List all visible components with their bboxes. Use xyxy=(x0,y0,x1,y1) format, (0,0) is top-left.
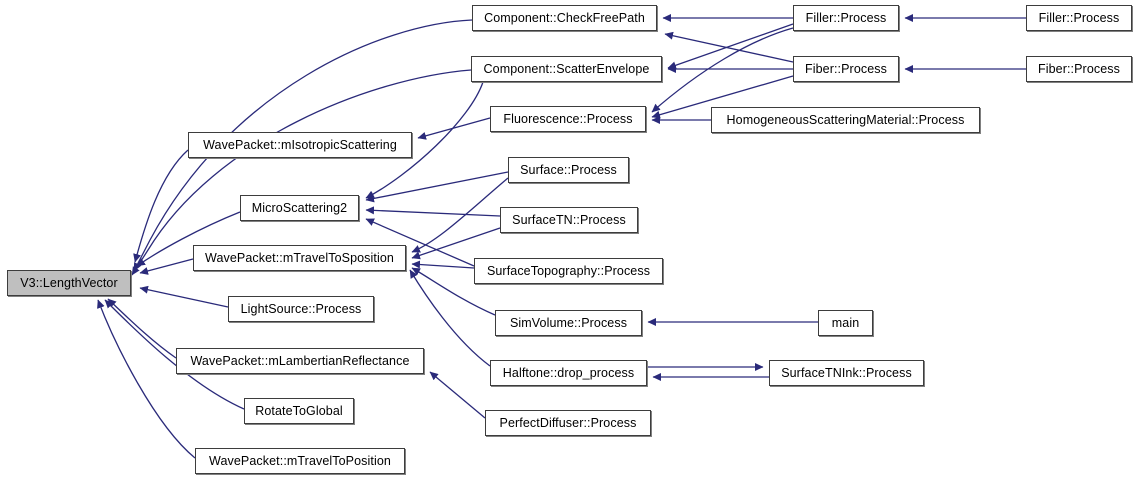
graph-node-rotatetoglobal[interactable]: RotateToGlobal xyxy=(244,398,354,424)
graph-node-surface_process[interactable]: Surface::Process xyxy=(508,157,629,183)
graph-node-surfacetnink_process[interactable]: SurfaceTNInk::Process xyxy=(769,360,924,386)
edge-wp_travelsposition-to-v3lengthvector xyxy=(139,258,194,275)
graph-node-perfectdiffuser_process[interactable]: PerfectDiffuser::Process xyxy=(485,410,651,436)
graph-node-label: Component::ScatterEnvelope xyxy=(483,61,650,76)
edge-comp_checkfreepath-to-v3lengthvector xyxy=(133,19,473,272)
edge-comp_scatterenvelope-to-microscattering2 xyxy=(365,81,484,199)
graph-node-label: SurfaceTNInk::Process xyxy=(781,365,912,380)
graph-node-label: HomogeneousScatteringMaterial::Process xyxy=(726,112,965,127)
edge-wp_lambertian-to-v3lengthvector xyxy=(107,298,177,359)
graph-node-surfacetopography_process[interactable]: SurfaceTopography::Process xyxy=(474,258,663,284)
edge-filler_process_a-to-comp_scatterenvelope xyxy=(667,23,794,70)
edge-microscattering2-to-v3lengthvector xyxy=(136,211,241,267)
edge-surface_process-to-wp_travelsposition xyxy=(411,177,509,253)
graph-node-label: MicroScattering2 xyxy=(251,200,348,215)
edge-rotatetoglobal-to-v3lengthvector xyxy=(104,299,245,410)
graph-node-label: Component::CheckFreePath xyxy=(484,10,645,25)
graph-node-label: SimVolume::Process xyxy=(509,315,628,330)
edge-perfectdiffuser_process-to-wp_lambertian xyxy=(429,371,486,419)
graph-node-simvolume_process[interactable]: SimVolume::Process xyxy=(495,310,642,336)
edge-wp_travelposition-to-v3lengthvector xyxy=(97,299,196,459)
graph-node-label: WavePacket::mTravelToSposition xyxy=(205,250,394,265)
edge-surfacetopography_process-to-wp_travelsposition xyxy=(411,260,475,269)
graph-node-fiber_process_a[interactable]: Fiber::Process xyxy=(793,56,899,82)
graph-node-label: Filler::Process xyxy=(805,10,887,25)
graph-node-wp_lambertian[interactable]: WavePacket::mLambertianReflectance xyxy=(176,348,424,374)
graph-node-filler_process_b[interactable]: Filler::Process xyxy=(1026,5,1132,31)
graph-node-surfacetn_process[interactable]: SurfaceTN::Process xyxy=(500,207,638,233)
graph-node-label: Fluorescence::Process xyxy=(503,111,633,126)
edge-surfacetn_process-to-microscattering2 xyxy=(365,206,501,217)
graph-node-label: Fiber::Process xyxy=(805,61,887,76)
edge-fiber_process_a-to-fluorescence_process xyxy=(651,75,794,119)
graph-node-label: WavePacket::mIsotropicScattering xyxy=(203,137,397,152)
edge-halftone_drop_process-to-wp_travelsposition xyxy=(409,269,491,367)
edges-group xyxy=(97,14,1026,459)
graph-node-wp_travelsposition[interactable]: WavePacket::mTravelToSposition xyxy=(193,245,406,271)
graph-node-homogeneous_process[interactable]: HomogeneousScatteringMaterial::Process xyxy=(711,107,980,133)
graph-node-label: SurfaceTN::Process xyxy=(512,212,626,227)
edge-filler_process_a-to-fluorescence_process xyxy=(651,27,794,113)
graph-node-comp_scatterenvelope[interactable]: Component::ScatterEnvelope xyxy=(471,56,662,82)
graph-node-label: SurfaceTopography::Process xyxy=(486,263,651,278)
edge-surfacetn_process-to-wp_travelsposition xyxy=(411,227,501,260)
graph-node-comp_checkfreepath[interactable]: Component::CheckFreePath xyxy=(472,5,657,31)
graph-node-wp_isotropic[interactable]: WavePacket::mIsotropicScattering xyxy=(188,132,412,158)
graph-node-label: Fiber::Process xyxy=(1038,61,1120,76)
edge-comp_scatterenvelope-to-v3lengthvector xyxy=(131,69,472,276)
graph-node-v3lengthvector[interactable]: V3::LengthVector xyxy=(7,270,131,296)
graph-node-label: Filler::Process xyxy=(1038,10,1120,25)
graph-node-wp_travelposition[interactable]: WavePacket::mTravelToPosition xyxy=(195,448,405,474)
graph-node-lightsource_process[interactable]: LightSource::Process xyxy=(228,296,374,322)
graph-node-label: Halftone::drop_process xyxy=(502,365,635,380)
graph-node-label: PerfectDiffuser::Process xyxy=(499,415,637,430)
graph-node-main[interactable]: main xyxy=(818,310,873,336)
graph-node-microscattering2[interactable]: MicroScattering2 xyxy=(240,195,359,221)
edge-lightsource_process-to-v3lengthvector xyxy=(139,285,229,308)
graph-node-label: LightSource::Process xyxy=(240,301,362,316)
graph-node-fiber_process_b[interactable]: Fiber::Process xyxy=(1026,56,1132,82)
graph-node-label: WavePacket::mTravelToPosition xyxy=(209,453,391,468)
edge-surfacetopography_process-to-microscattering2 xyxy=(365,218,475,267)
graph-node-halftone_drop_process[interactable]: Halftone::drop_process xyxy=(490,360,647,386)
graph-node-label: RotateToGlobal xyxy=(255,403,343,418)
graph-node-label: V3::LengthVector xyxy=(20,275,118,290)
graph-node-label: WavePacket::mLambertianReflectance xyxy=(190,353,410,368)
graph-node-label: Surface::Process xyxy=(520,162,617,177)
edge-wp_isotropic-to-v3lengthvector xyxy=(133,149,189,263)
edge-surface_process-to-microscattering2 xyxy=(365,171,509,203)
graph-node-filler_process_a[interactable]: Filler::Process xyxy=(793,5,899,31)
edge-fiber_process_a-to-comp_checkfreepath xyxy=(664,31,794,63)
graph-node-label: main xyxy=(831,315,860,330)
edge-simvolume_process-to-wp_travelsposition xyxy=(411,267,496,316)
graph-node-fluorescence_process[interactable]: Fluorescence::Process xyxy=(490,106,646,132)
